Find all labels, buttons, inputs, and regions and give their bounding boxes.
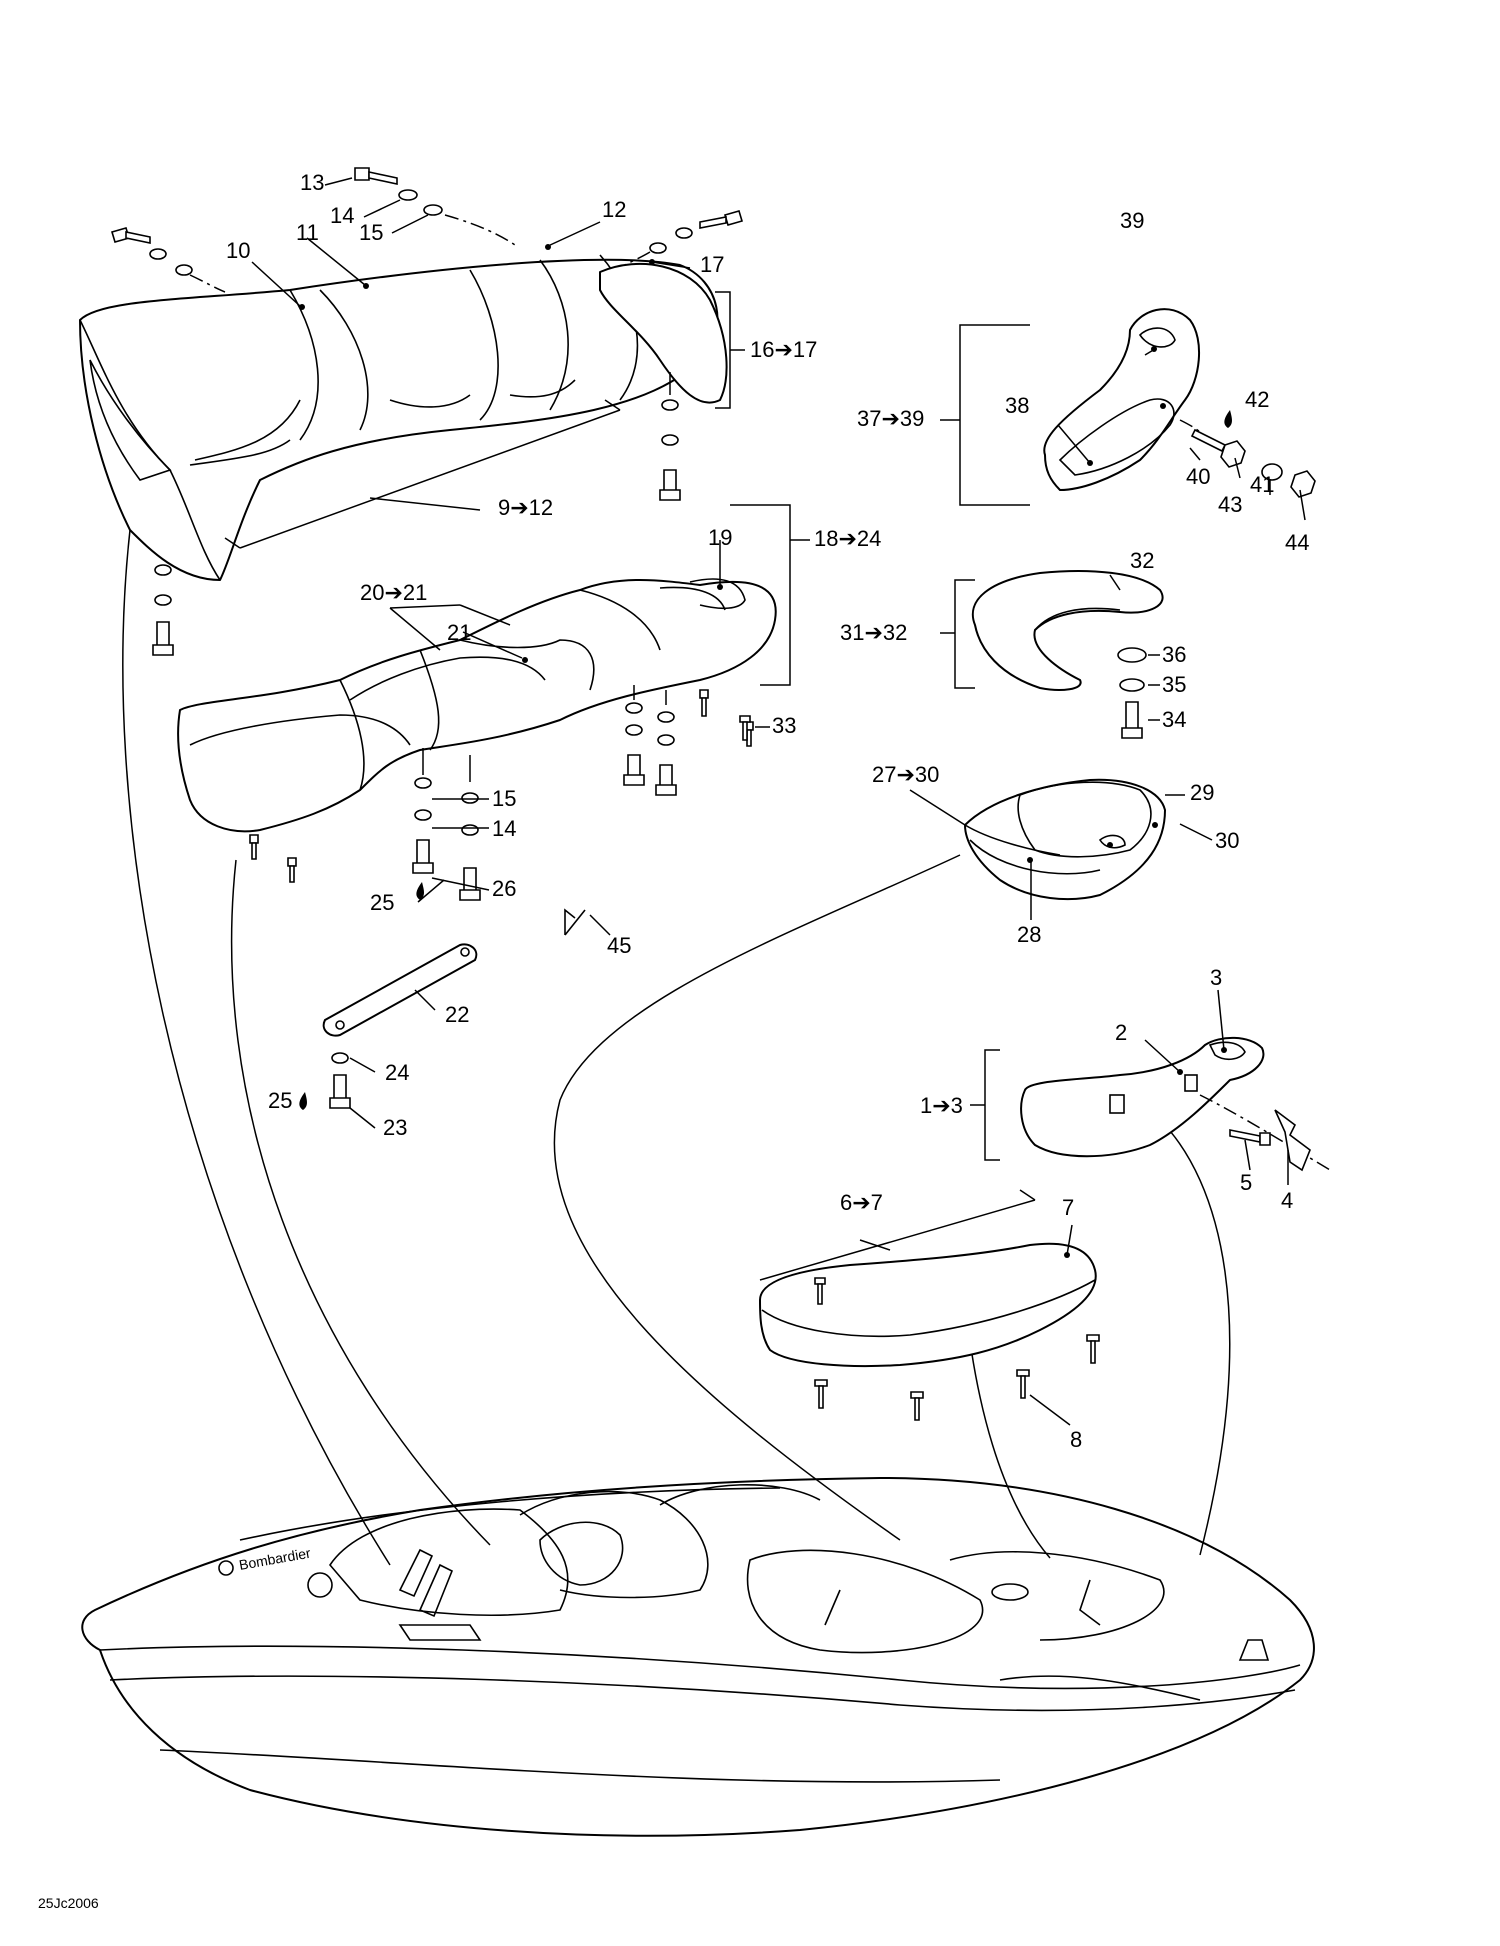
callout-45: 45 — [607, 933, 631, 958]
callout-4: 4 — [1281, 1188, 1293, 1213]
callout-10: 10 — [226, 238, 250, 263]
front-seat-assembly — [79, 244, 719, 581]
callout-25-upper: 25 — [370, 890, 394, 915]
callout-30: 30 — [1215, 828, 1239, 853]
drawing-code: 25Jc2006 — [38, 1895, 99, 1911]
callout-11: 11 — [296, 220, 319, 245]
callout-19: 19 — [708, 525, 732, 550]
callout-36: 36 — [1162, 642, 1186, 667]
callout-21: 21 — [447, 620, 471, 645]
callout-3: 3 — [1210, 965, 1222, 990]
callout-23: 23 — [383, 1115, 407, 1140]
bracket-9-12-line — [239, 409, 621, 549]
rear-seat-pad-6-7 — [759, 1189, 1097, 1368]
callout-14-top: 14 — [330, 203, 354, 228]
callout-16-17: 16➔17 — [750, 337, 817, 362]
callout-37-39: 37➔39 — [857, 406, 924, 431]
callout-17-top: 17 — [700, 252, 724, 277]
callout-14-lower: 14 — [492, 816, 516, 841]
callout-33: 33 — [772, 713, 796, 738]
callout-44: 44 — [1285, 530, 1309, 555]
storage-tray-27-30 — [909, 778, 1166, 901]
callout-25-lower: 25 — [268, 1088, 292, 1113]
grease-drop-icon-2 — [299, 1092, 307, 1110]
callout-24: 24 — [385, 1060, 409, 1085]
seat-base-assembly — [177, 578, 777, 833]
callout-12: 12 — [602, 197, 626, 222]
callout-leaders — [251, 177, 1306, 1256]
callout-15-lower: 15 — [492, 786, 516, 811]
callout-32: 32 — [1130, 548, 1154, 573]
screws-33 — [739, 715, 770, 741]
callout-1-3: 1➔3 — [920, 1093, 963, 1118]
bracket-18-24 — [730, 504, 791, 686]
callout-29: 29 — [1190, 780, 1214, 805]
callout-6-7: 6➔7 — [840, 1190, 883, 1215]
callout-26: 26 — [492, 876, 516, 901]
callout-43: 43 — [1218, 492, 1242, 517]
seat-rear-piece — [599, 259, 728, 404]
callout-22: 22 — [445, 1002, 469, 1027]
grab-handle-37-39 — [940, 308, 1201, 506]
callout-15-top: 15 — [359, 220, 383, 245]
handle-hardware — [1179, 410, 1316, 498]
callout-2: 2 — [1115, 1020, 1127, 1045]
callout-5: 5 — [1240, 1170, 1252, 1195]
seat-strap — [322, 943, 478, 1109]
callout-18-24: 18➔24 — [814, 526, 881, 551]
callout-40: 40 — [1186, 464, 1210, 489]
callout-38: 38 — [1005, 393, 1029, 418]
callout-9-12: 9➔12 — [498, 495, 553, 520]
grab-strap-1-3 — [970, 1036, 1331, 1172]
callout-27-30: 27➔30 — [872, 762, 939, 787]
callout-39: 39 — [1120, 208, 1144, 233]
callout-34: 34 — [1162, 707, 1186, 732]
clip-45 — [564, 908, 611, 936]
callout-31-32: 31➔32 — [840, 620, 907, 645]
callout-7: 7 — [1062, 1195, 1074, 1220]
callout-28: 28 — [1017, 922, 1041, 947]
callout-20-21: 20➔21 — [360, 580, 427, 605]
seat-base-hardware — [249, 685, 754, 901]
seat-top-hardware — [111, 167, 743, 656]
callout-13: 13 — [300, 170, 324, 195]
grip-31-32 — [940, 570, 1164, 739]
callout-42: 42 — [1245, 387, 1269, 412]
grease-drop-icon — [416, 882, 424, 900]
callout-35: 35 — [1162, 672, 1186, 697]
screws-8 — [814, 1277, 1100, 1426]
callout-8: 8 — [1070, 1427, 1082, 1452]
boat-hull: Bombardier — [81, 1477, 1315, 1837]
callout-41: 41 — [1250, 472, 1274, 497]
